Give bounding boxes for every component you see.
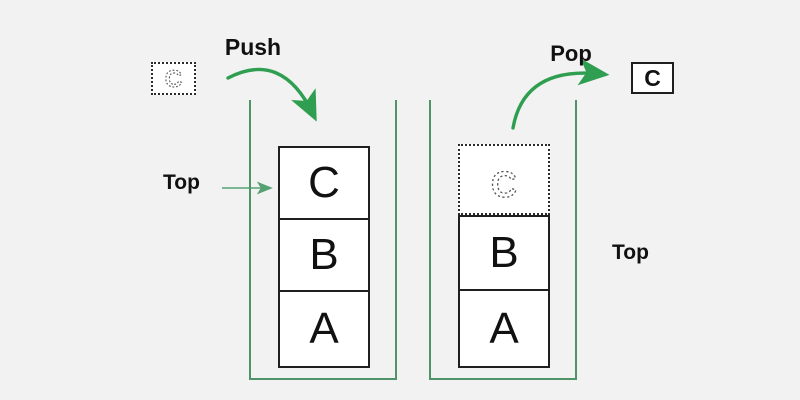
push-stack-item-a-label: A	[309, 304, 339, 353]
popping-item-letter: C	[491, 164, 517, 205]
pop-stack-item-b: B	[458, 215, 550, 291]
incoming-item-box: C	[151, 62, 196, 95]
pop-stack-item-b-label: B	[489, 228, 519, 277]
pop-stack-item-a-label: A	[489, 303, 519, 353]
pop-stack-container	[429, 100, 577, 380]
popped-item-letter: C	[644, 64, 661, 91]
push-stack-item-a: A	[278, 290, 370, 368]
popped-item-box: C	[631, 62, 674, 94]
pop-stack-item-a: A	[458, 289, 550, 368]
popping-item-letter-art: C	[490, 163, 517, 205]
incoming-item-letter: C	[165, 66, 182, 93]
push-stack-item-b-label: B	[309, 230, 339, 279]
top-label-left: Top	[163, 171, 200, 194]
pop-label: Pop	[550, 41, 592, 66]
push-stack-container	[249, 100, 397, 380]
incoming-item-letter-art: C	[164, 65, 182, 93]
push-stack-item-c: C	[278, 146, 370, 220]
push-stack-item-c-label: C	[308, 158, 340, 207]
push-stack-item-b: B	[278, 218, 370, 292]
push-label: Push	[224, 34, 282, 60]
pop-stack-popping-item: C	[458, 144, 550, 215]
top-label-right: Top	[612, 241, 649, 264]
